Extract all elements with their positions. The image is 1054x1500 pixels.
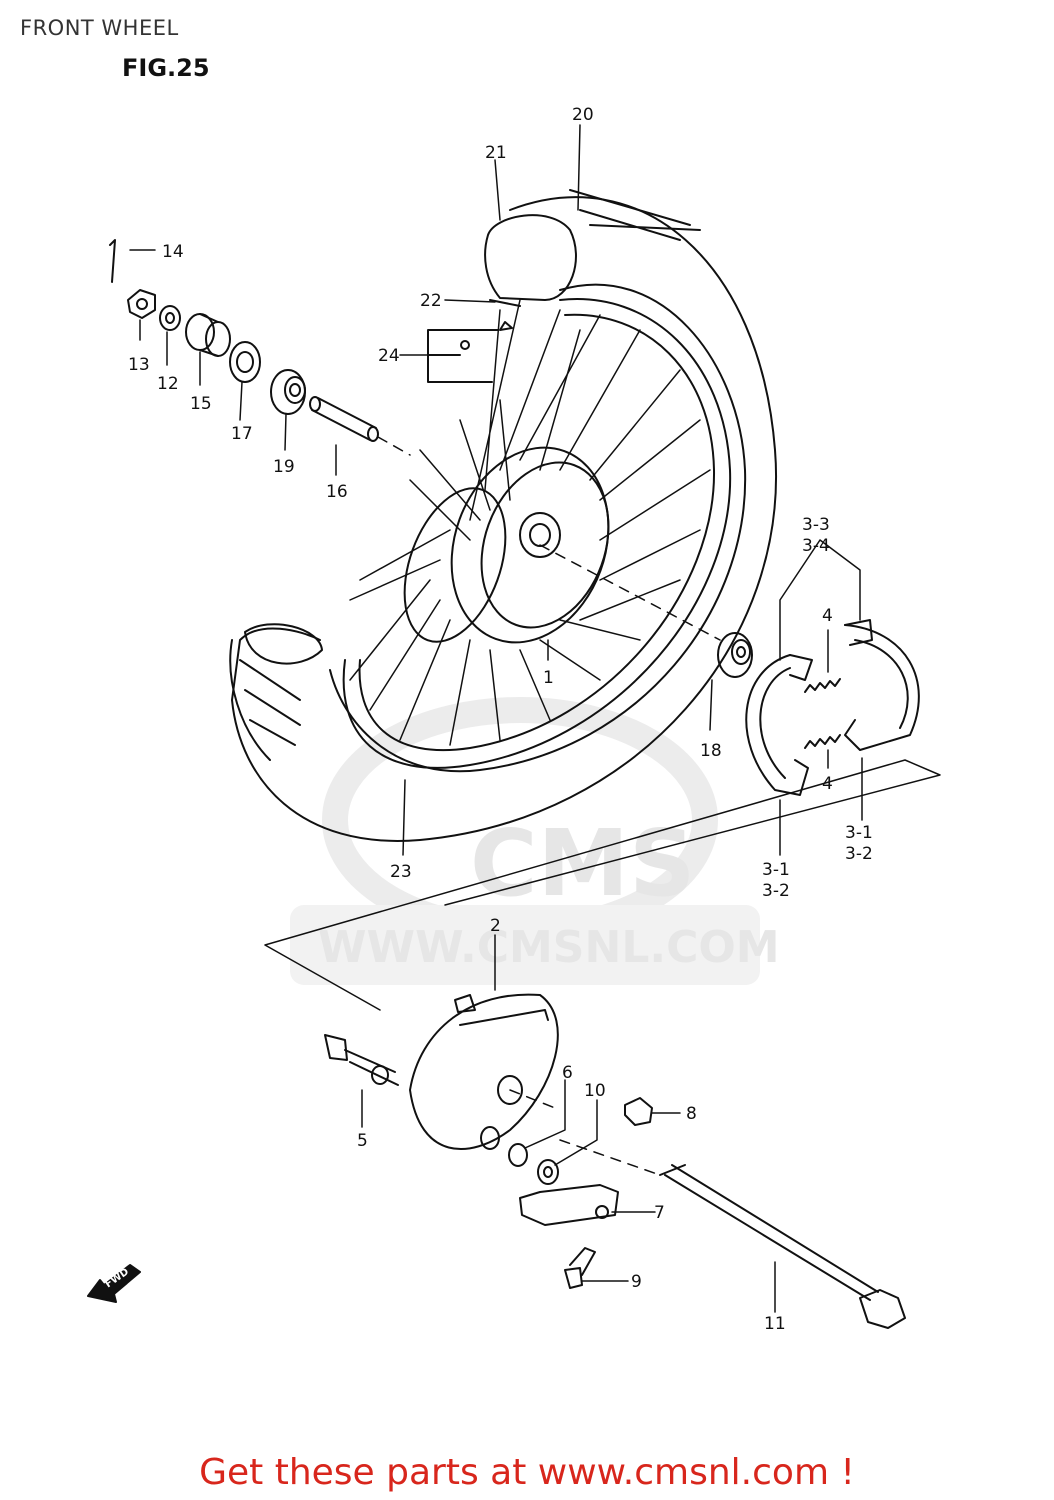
watermark-logo: CMS bbox=[470, 810, 695, 917]
watermark-url: WWW.CMSNL.COM bbox=[318, 922, 780, 973]
bearing-left bbox=[270, 369, 306, 415]
o-ring bbox=[508, 1143, 528, 1167]
callout-3-1-right: 3-1 bbox=[845, 823, 873, 843]
oil-seal bbox=[229, 341, 261, 383]
brake-spring-top bbox=[804, 678, 841, 693]
callout-8: 8 bbox=[686, 1104, 697, 1124]
brake-cam-lever bbox=[519, 1184, 619, 1226]
callout-7: 7 bbox=[654, 1203, 665, 1223]
callout-3-4: 3-4 bbox=[802, 536, 830, 556]
brake-spring-bottom bbox=[804, 734, 841, 749]
plane-outline bbox=[264, 759, 941, 1011]
callout-9: 9 bbox=[631, 1272, 642, 1292]
callout-12: 12 bbox=[157, 374, 179, 394]
callout-4-bottom: 4 bbox=[822, 774, 833, 794]
callout-13: 13 bbox=[128, 355, 150, 375]
inner-tube bbox=[484, 214, 577, 307]
callout-1: 1 bbox=[543, 668, 554, 688]
brake-shoe-upper bbox=[844, 619, 920, 751]
callout-4-top: 4 bbox=[822, 606, 833, 626]
wheel-rim bbox=[342, 298, 732, 769]
callout-23: 23 bbox=[390, 862, 412, 882]
spokes bbox=[349, 299, 711, 746]
assembly-axis bbox=[377, 436, 721, 1176]
axle-spacer bbox=[309, 396, 379, 442]
callout-11: 11 bbox=[764, 1314, 786, 1334]
callout-6: 6 bbox=[562, 1063, 573, 1083]
callout-3-2-left: 3-2 bbox=[762, 881, 790, 901]
callout-24: 24 bbox=[378, 346, 400, 366]
page-title: FRONT WHEEL bbox=[20, 16, 179, 40]
wheel-hub bbox=[403, 446, 610, 644]
figure-number: FIG.25 bbox=[122, 54, 210, 82]
callout-16: 16 bbox=[326, 482, 348, 502]
callout-3-2-right: 3-2 bbox=[845, 844, 873, 864]
callout-22: 22 bbox=[420, 291, 442, 311]
fwd-arrow bbox=[87, 1264, 141, 1303]
leader-lines bbox=[129, 124, 863, 1313]
callout-2: 2 bbox=[490, 916, 501, 936]
cotter-pin bbox=[109, 239, 116, 283]
brake-panel bbox=[409, 993, 559, 1150]
callout-15: 15 bbox=[190, 394, 212, 414]
callout-3-3: 3-3 bbox=[802, 515, 830, 535]
callout-14: 14 bbox=[162, 242, 184, 262]
washer bbox=[159, 305, 181, 331]
bolt-9 bbox=[564, 1247, 596, 1289]
spoke-nipples bbox=[427, 321, 513, 383]
nut-8 bbox=[624, 1097, 653, 1126]
footer-link-text[interactable]: Get these parts at www.cmsnl.com ! bbox=[199, 1452, 855, 1493]
front-axle bbox=[659, 1164, 906, 1329]
thrust-washer bbox=[537, 1159, 559, 1185]
callout-5: 5 bbox=[357, 1131, 368, 1151]
callout-19: 19 bbox=[273, 457, 295, 477]
callout-18: 18 bbox=[700, 741, 722, 761]
tire bbox=[229, 189, 778, 842]
speedometer-gear bbox=[324, 1034, 399, 1086]
callout-17: 17 bbox=[231, 424, 253, 444]
spacer-collar bbox=[185, 313, 231, 357]
callout-labels: 20 21 14 22 24 13 12 15 17 19 16 3-3 3-4… bbox=[103, 105, 872, 1334]
axle-nut bbox=[127, 289, 156, 319]
watermark: CMS WWW.CMSNL.COM bbox=[290, 697, 780, 985]
callout-3-1-left: 3-1 bbox=[762, 860, 790, 880]
callout-20: 20 bbox=[572, 105, 594, 125]
bearing-right bbox=[717, 632, 753, 678]
callout-10: 10 bbox=[584, 1081, 606, 1101]
brake-shoe-lower bbox=[745, 654, 813, 796]
callout-21: 21 bbox=[485, 143, 507, 163]
